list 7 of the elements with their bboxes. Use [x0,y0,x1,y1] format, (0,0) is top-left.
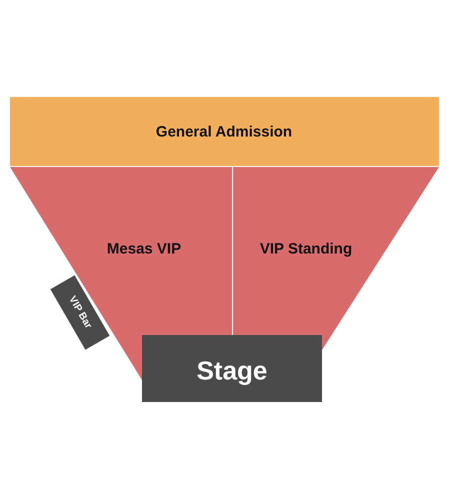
section-label: Stage [196,356,268,386]
stage [142,335,322,402]
general-admission-section [10,97,439,166]
section-label: General Admission [156,124,292,140]
section-label: VIP Standing [260,240,352,258]
section-label: Mesas VIP [106,240,182,258]
section-label: VIP Bar [66,294,94,331]
